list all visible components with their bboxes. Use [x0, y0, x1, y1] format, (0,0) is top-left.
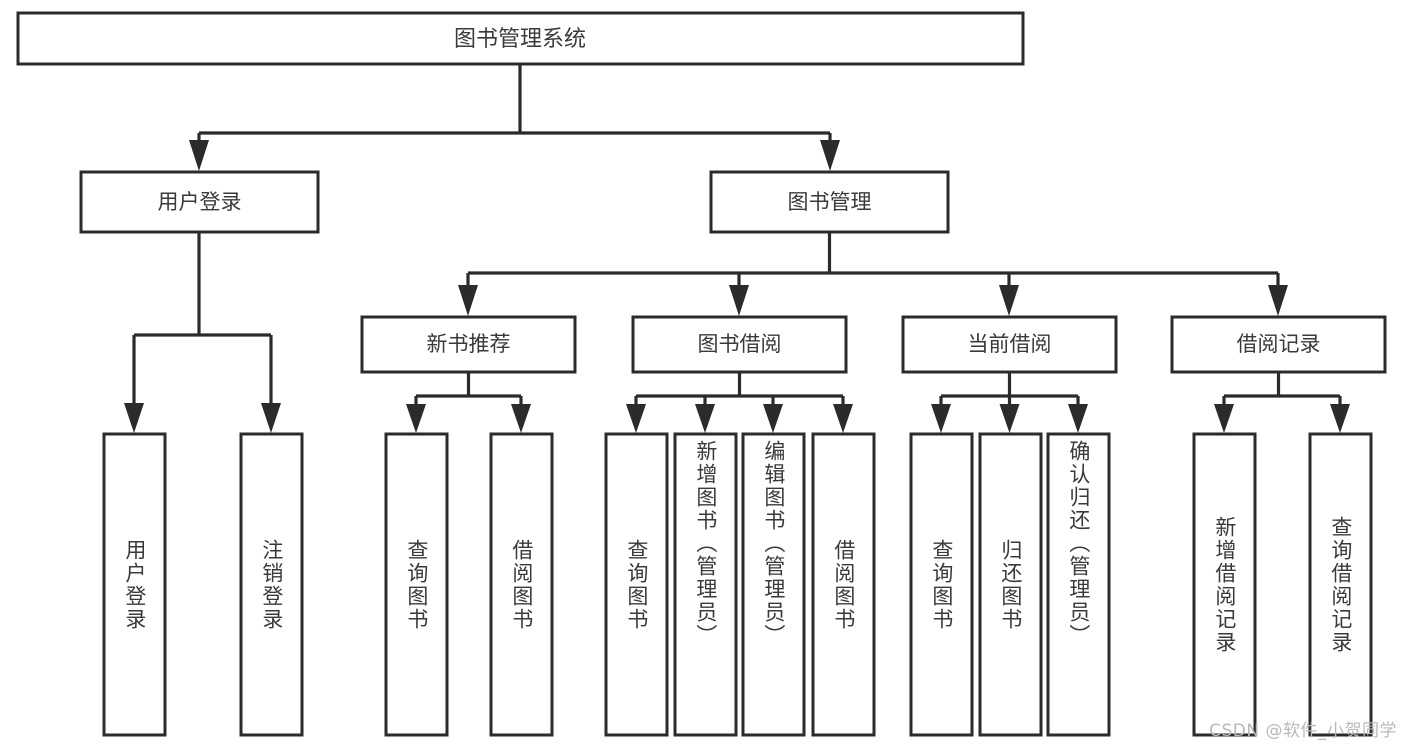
- arrow-head-to-user-login: [189, 140, 209, 171]
- node-leaf-user-logout-box[interactable]: [239, 432, 304, 737]
- node-new-book-rec-label: 新书推荐: [427, 332, 511, 356]
- connector-borrow-record-children: [1214, 372, 1350, 433]
- node-leaf-query-book-2-box[interactable]: [604, 432, 669, 737]
- node-root-label: 图书管理系统: [454, 27, 586, 52]
- node-root[interactable]: 图书管理系统: [16, 11, 1025, 66]
- node-book-borrow-label: 图书借阅: [698, 332, 782, 356]
- node-leaf-borrow-book-1-box[interactable]: [489, 432, 554, 737]
- node-leaf-query-book-3-box[interactable]: [909, 432, 974, 737]
- node-leaf-return-book-box[interactable]: [978, 432, 1043, 737]
- node-current-borrow-label: 当前借阅: [968, 332, 1052, 356]
- connector-book-borrow-children: [626, 372, 853, 433]
- node-user-login-box[interactable]: [79, 170, 320, 234]
- node-user-login-label: 用户登录: [158, 190, 242, 214]
- arrow-head-to-book-manage: [820, 140, 840, 171]
- node-new-book-rec[interactable]: 新书推荐: [360, 315, 577, 374]
- node-new-book-rec-box[interactable]: [360, 315, 577, 374]
- node-root-box[interactable]: [16, 11, 1025, 66]
- node-current-borrow-box[interactable]: [901, 315, 1118, 374]
- node-leaf-add-book-box[interactable]: [673, 432, 738, 737]
- node-borrow-record[interactable]: 借阅记录: [1170, 315, 1387, 374]
- node-user-login[interactable]: 用户登录: [79, 170, 320, 234]
- watermark-text: CSDN @软件_小贺同学: [1209, 721, 1397, 741]
- node-leaf-confirm-return-box[interactable]: [1046, 432, 1111, 737]
- node-leaf-user-login-box[interactable]: [102, 432, 167, 737]
- node-borrow-record-label: 借阅记录: [1237, 332, 1321, 356]
- node-book-borrow[interactable]: 图书借阅: [631, 315, 848, 374]
- connector-current-borrow-children: [931, 372, 1088, 433]
- connector-new-book-rec-children: [406, 372, 531, 433]
- node-book-manage-label: 图书管理: [788, 190, 872, 214]
- connector-book-manage-children: [458, 232, 1288, 316]
- node-current-borrow[interactable]: 当前借阅: [901, 315, 1118, 374]
- connector-root-bus: [189, 64, 840, 171]
- node-leaf-query-record-box[interactable]: [1308, 432, 1373, 737]
- node-leaf-edit-book-box[interactable]: [741, 432, 806, 737]
- node-leaf-query-book-1-box[interactable]: [384, 432, 449, 737]
- node-leaf-add-record-box[interactable]: [1192, 432, 1257, 737]
- node-book-manage[interactable]: 图书管理: [709, 170, 950, 234]
- node-leaf-borrow-book-2-box[interactable]: [811, 432, 876, 737]
- connector-user-login-children: [124, 232, 281, 433]
